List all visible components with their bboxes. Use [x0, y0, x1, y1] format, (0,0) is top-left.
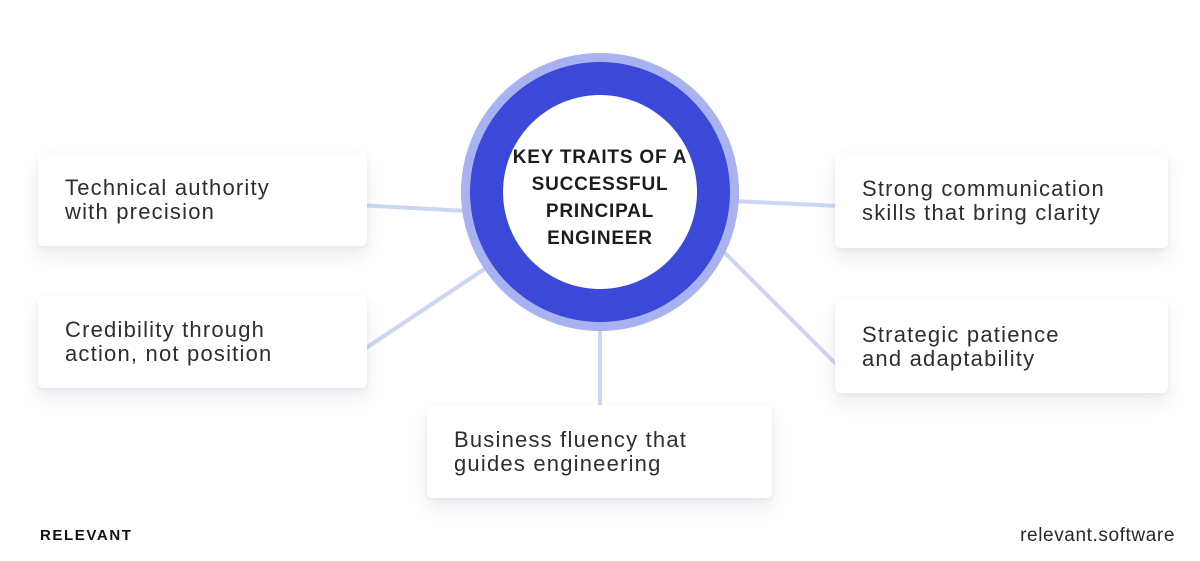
diagram-title-line: KEY TRAITS OF A: [512, 147, 688, 168]
trait-box-communication: Strong communication skills that bring c…: [835, 153, 1168, 248]
relevant-logo: RELEVANT: [40, 527, 133, 544]
diagram-title-line: PRINCIPAL: [545, 201, 655, 222]
trait-label-line: guides engineering: [454, 450, 662, 476]
trait-label-line: with precision: [65, 198, 216, 224]
central-circle: KEY TRAITS OF A SUCCESSFUL PRINCIPAL ENG…: [461, 53, 739, 331]
diagram-title-line: SUCCESSFUL: [531, 174, 669, 195]
diagram-title: KEY TRAITS OF A SUCCESSFUL PRINCIPAL ENG…: [513, 144, 688, 252]
website-link: relevant.software: [1020, 525, 1175, 546]
central-circle-face: KEY TRAITS OF A SUCCESSFUL PRINCIPAL ENG…: [503, 95, 697, 289]
central-circle-ring: KEY TRAITS OF A SUCCESSFUL PRINCIPAL ENG…: [470, 62, 730, 322]
trait-label-line: action, not position: [65, 341, 273, 366]
trait-box-technical-authority: Technical authority with precision: [38, 153, 367, 246]
trait-label-line: Technical authority: [65, 174, 271, 200]
diagram-title-line: ENGINEER: [547, 228, 653, 249]
trait-label-line: skills that bring clarity: [862, 199, 1102, 225]
trait-box-credibility: Credibility through action, not position: [38, 296, 367, 388]
trait-label-line: Strategic patience: [862, 321, 1060, 347]
trait-label-line: Strong communication: [862, 175, 1105, 201]
trait-box-strategic-patience: Strategic patience and adaptability: [835, 300, 1168, 393]
trait-label-line: Credibility through: [65, 317, 266, 342]
trait-box-business-fluency: Business fluency that guides engineering: [427, 405, 772, 498]
trait-label-line: Business fluency that: [454, 426, 688, 452]
trait-label-line: and adaptability: [862, 345, 1036, 371]
